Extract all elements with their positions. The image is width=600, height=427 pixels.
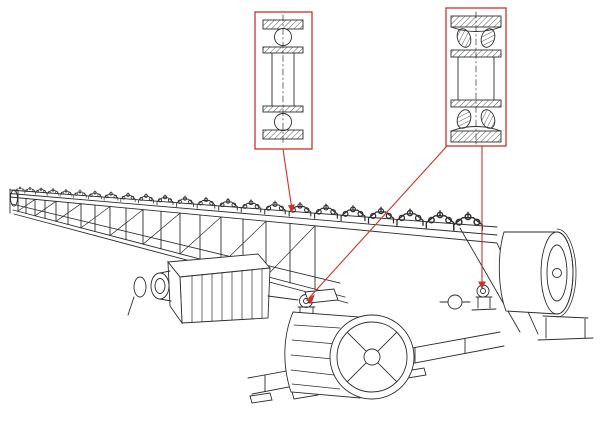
electric-motor bbox=[284, 288, 415, 400]
snub-pulley bbox=[439, 294, 471, 310]
conveyor-line-art bbox=[9, 11, 594, 404]
pulley-pedestal bbox=[537, 315, 594, 341]
gearbox bbox=[127, 253, 271, 325]
conveyor-truss bbox=[9, 189, 498, 304]
drive-pulley bbox=[471, 228, 594, 341]
leader-lines bbox=[282, 145, 486, 304]
callout-overlay bbox=[254, 7, 507, 304]
tail-pulley bbox=[9, 188, 19, 214]
leader-arrow-right bbox=[478, 281, 486, 290]
spherical-roller-bearing-detail bbox=[450, 11, 502, 147]
leader-arrow-mid bbox=[306, 294, 315, 304]
callout-frame-right bbox=[445, 7, 507, 147]
fan-cowl-cross bbox=[346, 331, 398, 383]
brake-drum bbox=[133, 276, 147, 298]
cylindrical-roller-bearing-detail bbox=[262, 14, 304, 146]
leader-arrow-left bbox=[287, 204, 295, 214]
